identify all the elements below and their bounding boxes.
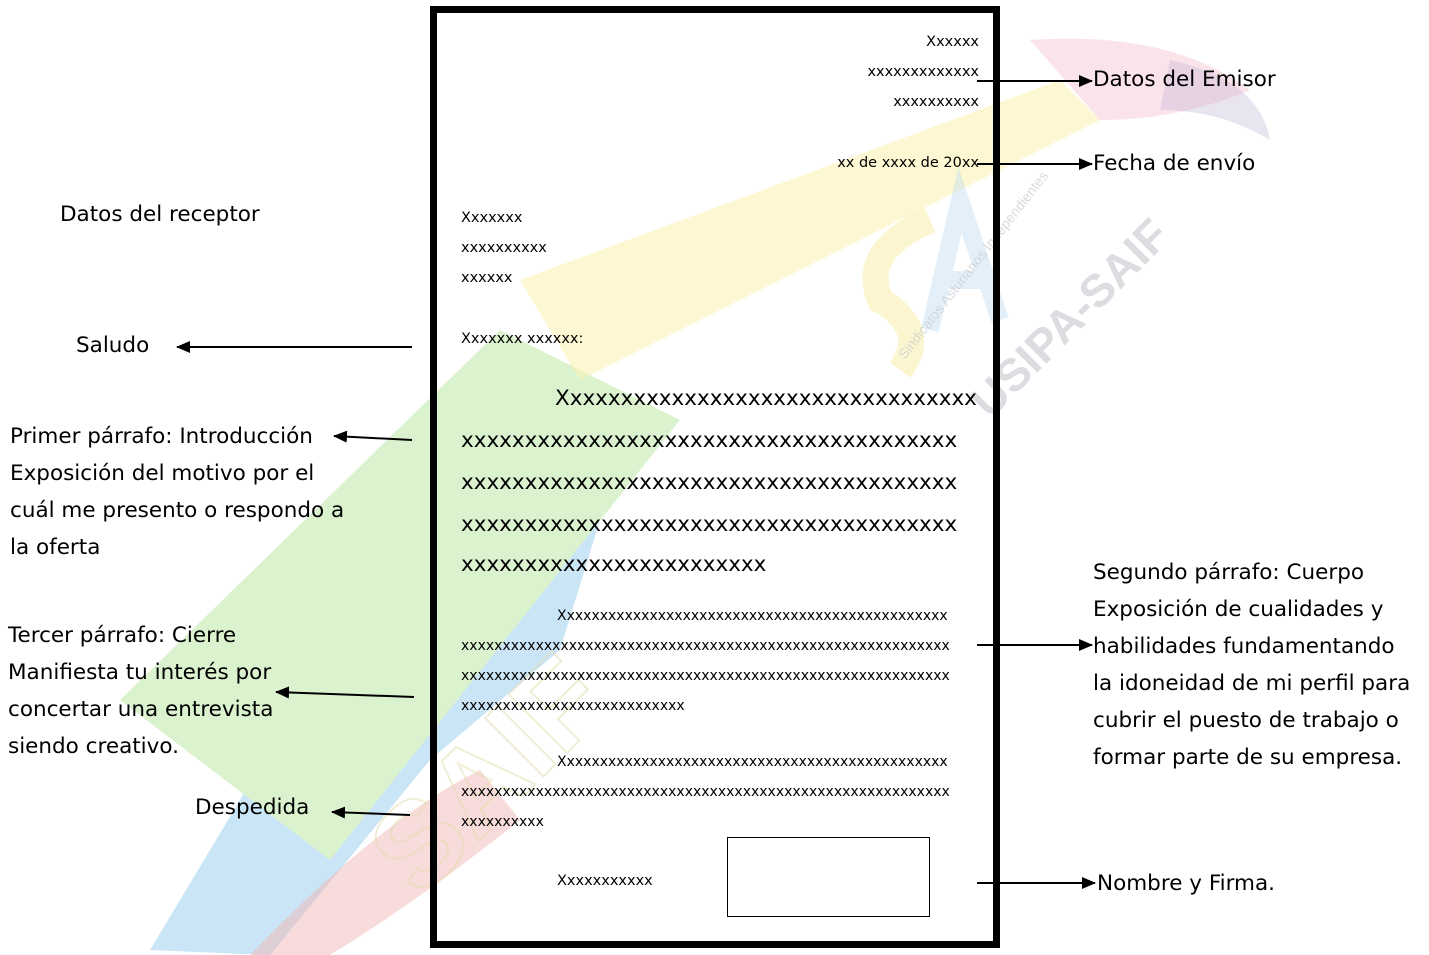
emisor-line-1: Xxxxxx (926, 34, 979, 50)
label-primer-parrafo-1: Primer párrafo: Introducción (10, 424, 313, 449)
label-primer-parrafo-2: Exposición del motivo por el (10, 461, 315, 486)
p1-line-2: xxxxxxxxxxxxxxxxxxxxxxxxxxxxxxxxxxxxxxx (461, 428, 958, 453)
watermark-pink-swirl (1030, 38, 1250, 121)
p1-line-1: Xxxxxxxxxxxxxxxxxxxxxxxxxxxxxxxxx (555, 386, 977, 411)
p3-line-3: xxxxxxxxxx (461, 814, 544, 830)
p2-line-1: Xxxxxxxxxxxxxxxxxxxxxxxxxxxxxxxxxxxxxxxx… (557, 608, 948, 624)
watermark-blue-a (921, 166, 1009, 333)
label-nombre-firma: Nombre y Firma. (1097, 871, 1276, 896)
p2-line-4: xxxxxxxxxxxxxxxxxxxxxxxxxxx (461, 698, 685, 714)
p1-line-4: xxxxxxxxxxxxxxxxxxxxxxxxxxxxxxxxxxxxxxx (461, 512, 958, 537)
label-despedida: Despedida (195, 795, 310, 820)
label-segundo-parrafo-3: habilidades fundamentando (1093, 634, 1395, 659)
p2-line-3: xxxxxxxxxxxxxxxxxxxxxxxxxxxxxxxxxxxxxxxx… (461, 668, 950, 684)
label-primer-parrafo-4: la oferta (10, 535, 101, 560)
emisor-line-3: xxxxxxxxxx (893, 94, 979, 110)
label-fecha-envio: Fecha de envío (1093, 151, 1256, 176)
p2-line-2: xxxxxxxxxxxxxxxxxxxxxxxxxxxxxxxxxxxxxxxx… (461, 638, 950, 654)
label-datos-receptor: Datos del receptor (60, 202, 260, 227)
label-tercer-parrafo-1: Tercer párrafo: Cierre (8, 623, 237, 648)
p3-line-2: xxxxxxxxxxxxxxxxxxxxxxxxxxxxxxxxxxxxxxxx… (461, 784, 950, 800)
label-primer-parrafo-3: cuál me presento o respondo a (10, 498, 345, 523)
label-segundo-parrafo-4: la idoneidad de mi perfil para (1093, 671, 1411, 696)
label-saludo: Saludo (76, 333, 150, 358)
firma-nombre: Xxxxxxxxxxx (557, 873, 653, 889)
p1-line-5: xxxxxxxxxxxxxxxxxxxxxxxx (461, 552, 767, 577)
watermark-red-shape (250, 770, 520, 955)
receptor-line-1: Xxxxxxx (461, 210, 523, 226)
receptor-line-3: xxxxxx (461, 270, 513, 286)
watermark-green-stripe (120, 330, 680, 860)
watermark-yellow-s (862, 208, 936, 378)
p1-line-3: xxxxxxxxxxxxxxxxxxxxxxxxxxxxxxxxxxxxxxx (461, 470, 958, 495)
p3-line-1: Xxxxxxxxxxxxxxxxxxxxxxxxxxxxxxxxxxxxxxxx… (557, 754, 948, 770)
emisor-line-2: xxxxxxxxxxxxx (867, 64, 979, 80)
receptor-line-2: xxxxxxxxxx (461, 240, 547, 256)
letter-frame (430, 6, 1000, 948)
label-segundo-parrafo-1: Segundo párrafo: Cuerpo (1093, 560, 1365, 585)
label-tercer-parrafo-2: Manifiesta tu interés por (8, 660, 272, 685)
label-segundo-parrafo-6: formar parte de su empresa. (1093, 745, 1403, 770)
label-segundo-parrafo-2: Exposición de cualidades y (1093, 597, 1384, 622)
fecha-envio-text: xx de xxxx de 20xx (837, 155, 979, 171)
watermark-purple-swirl (1160, 60, 1270, 140)
label-tercer-parrafo-3: concertar una entrevista (8, 697, 274, 722)
label-segundo-parrafo-5: cubrir el puesto de trabajo o (1093, 708, 1399, 733)
label-tercer-parrafo-4: siendo creativo. (8, 734, 179, 759)
label-datos-emisor: Datos del Emisor (1093, 67, 1276, 92)
watermark-yellow-stripe (520, 80, 1100, 380)
saludo-text: Xxxxxxx xxxxxx: (461, 331, 584, 347)
signature-box (727, 837, 930, 917)
